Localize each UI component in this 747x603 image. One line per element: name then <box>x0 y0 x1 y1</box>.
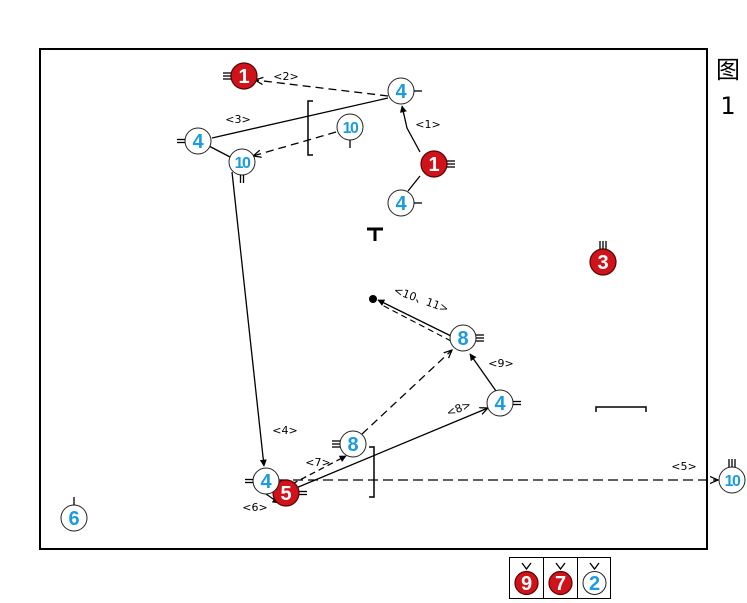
connector-1-4 <box>407 175 421 192</box>
pass-line-8-8 <box>361 350 452 435</box>
bench-cell: 9 <box>510 558 544 598</box>
player-number: 8 <box>457 328 468 350</box>
player-number: 9 <box>521 573 532 595</box>
player-number: 8 <box>347 434 358 456</box>
court-boundary <box>39 48 708 550</box>
bench-cell: 7 <box>544 558 578 598</box>
bench-player-1: 7 <box>548 562 573 596</box>
player-marker <box>184 127 212 155</box>
move-line-3 <box>211 97 389 139</box>
pass-line-10 <box>253 131 337 156</box>
pass-line-2 <box>255 80 389 97</box>
player-blue-8: 8 <box>449 324 484 352</box>
player-blue-4: 4 <box>486 389 521 417</box>
player-number: 4 <box>260 471 272 493</box>
bench-player-2: 2 <box>582 562 607 595</box>
move-line-8 <box>295 408 488 489</box>
player-blue-6: 6 <box>60 497 88 532</box>
player-blue-10: 10 <box>228 148 256 183</box>
move-label: <1> <box>415 118 440 131</box>
move-label: <4> <box>272 424 297 437</box>
player-red-9: 9 <box>514 570 539 596</box>
player-marker <box>272 479 300 507</box>
move-label: <7> <box>305 456 330 469</box>
move-label: <9> <box>488 357 513 370</box>
facing-mark <box>589 562 600 571</box>
player-blue-2: 2 <box>582 571 607 595</box>
move-line-9 <box>469 353 497 392</box>
player-number: 1 <box>238 66 249 88</box>
player-number: 5 <box>280 483 291 505</box>
player-blue-4: 4 <box>387 77 422 105</box>
player-red-5: 5 <box>272 479 307 507</box>
facing-mark <box>555 562 566 571</box>
player-red-1: 1 <box>223 62 258 90</box>
player-number: 10 <box>235 155 251 172</box>
player-marker <box>252 467 280 495</box>
move-label: <6> <box>242 501 267 514</box>
pass-line-10b <box>381 304 452 342</box>
facing-mark <box>521 562 532 571</box>
hoop-t-mark <box>367 227 383 241</box>
figure-char: 图 <box>716 56 740 84</box>
player-number: 6 <box>68 508 79 530</box>
player-blue-10: 10 <box>718 459 746 494</box>
player-number: 4 <box>192 131 204 153</box>
player-number: 4 <box>494 393 506 415</box>
player-number: 4 <box>395 81 407 103</box>
player-red-7: 7 <box>548 570 573 596</box>
bench-box: 9 7 2 <box>509 557 611 599</box>
figure-label: 图 1 <box>716 52 740 124</box>
player-marker <box>548 570 573 596</box>
player-marker <box>582 571 607 595</box>
player-marker <box>228 148 256 176</box>
player-number: 10 <box>725 473 741 490</box>
screen-bracket-top <box>307 100 313 156</box>
move-labels-layer: <1><2><3><4><5><6><7><8><9><10、11> <box>225 70 696 514</box>
bench-player-0: 9 <box>514 562 539 596</box>
player-blue-4: 4 <box>387 189 422 217</box>
player-marker <box>486 389 514 417</box>
move-line-4 <box>231 171 267 467</box>
player-number: 1 <box>428 154 439 176</box>
player-blue-10: 10 <box>336 113 364 148</box>
move-label: <2> <box>273 70 298 83</box>
player-number: 2 <box>589 573 600 595</box>
move-label: <5> <box>671 460 696 473</box>
player-number: 3 <box>597 252 608 274</box>
pass-line-7 <box>291 455 347 485</box>
player-red-1: 1 <box>420 150 455 178</box>
player-blue-8: 8 <box>332 430 367 458</box>
player-red-3: 3 <box>589 241 617 276</box>
move-line-1 <box>399 105 421 153</box>
player-blue-4: 4 <box>177 127 212 155</box>
player-number: 4 <box>395 193 407 215</box>
ball <box>369 295 377 303</box>
move-label: <3> <box>225 113 250 126</box>
figure-number: 1 <box>720 92 736 120</box>
bench-mark <box>595 406 647 412</box>
player-number: 7 <box>555 573 566 595</box>
player-marker <box>514 570 539 596</box>
player-number: 10 <box>343 120 359 137</box>
bench-cell: 2 <box>578 558 611 598</box>
player-blue-4: 4 <box>245 467 280 495</box>
connector-4-10 <box>206 144 233 159</box>
play-lines <box>206 80 718 504</box>
pass-line-11 <box>377 299 452 337</box>
screen-bracket-bottom <box>369 446 375 498</box>
